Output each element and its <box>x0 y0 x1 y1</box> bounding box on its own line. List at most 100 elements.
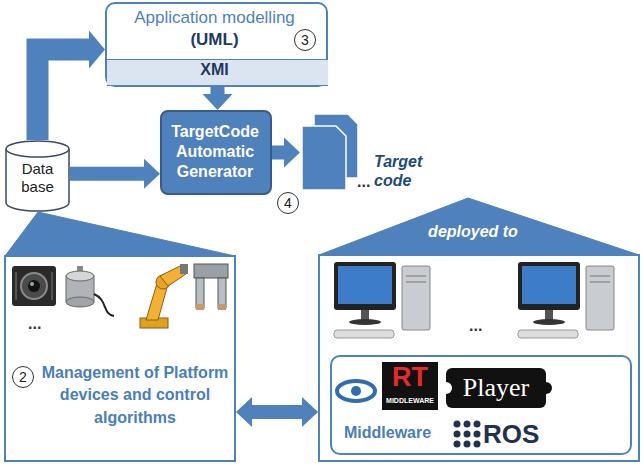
block-arrow <box>38 31 106 140</box>
camera-picture <box>12 266 56 306</box>
orocos-logo <box>337 381 375 401</box>
robot-arm-picture <box>180 264 188 274</box>
orocos-logo <box>337 381 375 401</box>
document-label: Target code <box>374 152 438 190</box>
encoder-picture <box>66 297 94 307</box>
computer-picture <box>522 266 576 304</box>
computer-picture <box>334 262 430 338</box>
box-subtitle: (UML) <box>107 30 322 50</box>
computer-picture <box>533 319 565 325</box>
robot-arm-picture <box>140 264 188 328</box>
logo-text: ROS <box>483 419 539 449</box>
camera-picture <box>12 266 56 306</box>
ros-logo <box>454 441 461 448</box>
panel-label: Management of Platform devices and contr… <box>40 362 230 429</box>
box-label: Middleware <box>344 423 454 442</box>
middleware-box: Middleware <box>330 355 632 455</box>
callout-wedge <box>5 212 235 256</box>
callout-number: 3 <box>294 29 316 51</box>
ros-logo <box>464 431 471 438</box>
block-arrow <box>70 159 160 189</box>
callout-panel: Management of Platform devices and contr… <box>4 212 236 462</box>
computer-picture <box>402 266 430 330</box>
ros-logo <box>474 431 481 438</box>
logo-text: RT <box>382 363 438 391</box>
computer-picture <box>334 262 396 310</box>
computer-picture <box>586 266 614 330</box>
computer-picture <box>361 310 369 320</box>
panel-outline <box>319 255 639 461</box>
ros-logo <box>454 431 461 438</box>
ellipsis: ... <box>28 314 41 333</box>
format-band: XMI <box>107 59 328 86</box>
process-label: TargetCode Automatic Generator <box>164 122 266 182</box>
document-stack: Target code <box>300 112 444 197</box>
ellipsis: ... <box>469 316 482 335</box>
cylinder-outline <box>6 149 69 211</box>
gripper-picture <box>196 304 204 310</box>
database-label: Data base <box>13 160 62 196</box>
computer-picture <box>406 282 426 283</box>
computer-picture <box>518 262 580 310</box>
orocos-logo <box>351 386 361 396</box>
rt-middleware-logo <box>382 362 438 410</box>
block-arrow <box>272 138 300 168</box>
camera-picture <box>28 280 40 292</box>
player-logo <box>540 382 552 394</box>
ros-logo <box>454 421 461 428</box>
arrowhead <box>236 397 252 427</box>
arrowhead <box>302 397 318 427</box>
player-logo <box>440 382 452 394</box>
block-arrow <box>203 86 233 110</box>
gripper-picture <box>194 264 228 278</box>
computer-picture <box>590 276 610 277</box>
rt-middleware-logo <box>382 362 438 410</box>
camera-picture <box>15 272 17 300</box>
gripper-picture <box>194 264 228 310</box>
camera-picture <box>51 272 53 300</box>
generator-box: TargetCode Automatic Generator <box>160 110 272 195</box>
callout-wedge <box>319 198 639 255</box>
computer-picture <box>349 319 381 325</box>
panel-heading: deployed to <box>378 222 568 241</box>
document-page <box>302 126 346 190</box>
document-stack-outline <box>300 112 444 197</box>
panel-outline <box>5 256 235 461</box>
ros-logo <box>474 441 481 448</box>
callout-number: 4 <box>277 192 299 214</box>
ros-logo <box>464 441 471 448</box>
cylinder-outline <box>6 141 69 157</box>
computer-picture <box>338 266 392 304</box>
database-cylinder: Data base <box>5 140 70 212</box>
ellipsis: ... <box>357 172 370 191</box>
player-logo <box>440 368 552 408</box>
ros-logo <box>464 421 471 428</box>
computer-picture <box>590 282 610 283</box>
logo-text: MIDDLEWARE <box>382 396 438 405</box>
computer-picture <box>518 262 614 338</box>
arrowhead <box>89 31 105 69</box>
player-logo <box>446 368 546 408</box>
encoder-picture <box>94 294 114 316</box>
band-label: XMI <box>107 60 322 80</box>
encoder-picture <box>66 271 94 281</box>
box-title: Application modelling <box>107 8 322 28</box>
camera-picture <box>30 282 34 286</box>
computer-picture <box>406 276 426 277</box>
ros-logo <box>474 421 481 428</box>
computer-picture <box>518 330 578 338</box>
arrow-shaft <box>38 50 92 140</box>
arrowhead <box>284 138 300 168</box>
logo-text: Player <box>446 373 546 403</box>
computer-picture <box>545 310 553 320</box>
arrowhead <box>203 94 233 110</box>
arrow-shaft <box>272 146 286 160</box>
gripper-picture <box>218 278 226 308</box>
arrowhead <box>144 159 160 189</box>
gripper-picture <box>196 278 204 308</box>
computer-picture <box>334 330 394 338</box>
camera-picture <box>21 273 47 299</box>
gripper-picture <box>218 304 226 310</box>
callout-number: 2 <box>12 366 34 388</box>
encoder-picture <box>66 266 114 316</box>
